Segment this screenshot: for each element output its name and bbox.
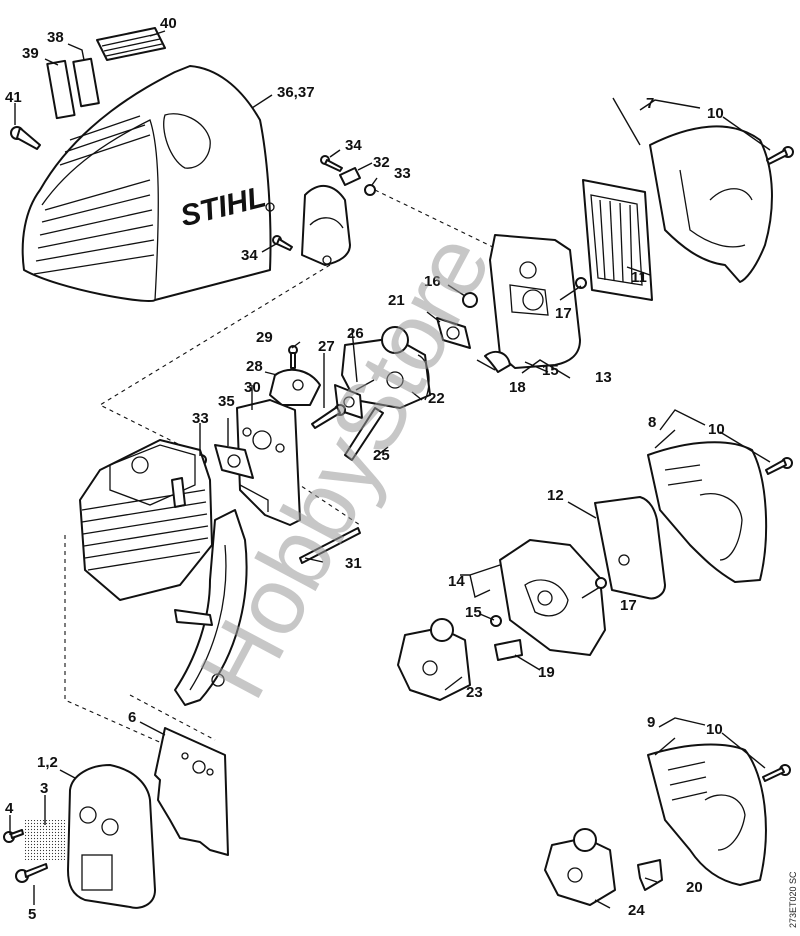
screw-29	[288, 345, 298, 369]
assembly-line	[129, 694, 216, 741]
callout-26: 26	[347, 325, 364, 342]
callout-17-middle: 17	[620, 597, 637, 614]
engine-cylinder	[79, 439, 213, 601]
screw-10-middle	[765, 457, 793, 475]
callout-29: 29	[256, 329, 273, 346]
engine-crankcase	[174, 509, 248, 706]
callout-3: 3	[40, 780, 48, 797]
spark-plug	[171, 477, 186, 508]
nut-33-top	[364, 184, 376, 196]
callout-28: 28	[246, 358, 263, 375]
nut-15-middle	[490, 615, 502, 627]
intake-flange-30	[236, 399, 301, 526]
callout-41: 41	[5, 89, 22, 106]
callout-18: 18	[509, 379, 526, 396]
screw-4	[3, 829, 24, 843]
carburetor-22	[341, 326, 431, 409]
decal-38	[72, 57, 100, 108]
callout-7: 7	[646, 95, 654, 112]
carburetor-23	[397, 618, 471, 701]
callout-34-bottom: 34	[241, 247, 258, 264]
gasket-21	[436, 317, 471, 349]
engine-cover: STIHL	[21, 65, 275, 302]
callout-16: 16	[424, 273, 441, 290]
heat-shield-6	[154, 727, 229, 856]
callout-4: 4	[5, 800, 14, 817]
cover-vent-slats	[33, 115, 155, 275]
screw-10-top	[766, 146, 794, 165]
callout-35: 35	[218, 393, 235, 410]
callout-33-left: 33	[192, 410, 209, 427]
callout-24: 24	[628, 902, 645, 919]
muffler-1-2	[67, 764, 156, 909]
callout-27: 27	[318, 338, 335, 355]
callout-38: 38	[47, 29, 64, 46]
callout-19: 19	[538, 664, 555, 681]
callout-10-middle: 10	[708, 421, 725, 438]
callout-21: 21	[388, 292, 405, 309]
callout-23: 23	[466, 684, 483, 701]
assembly-line	[98, 264, 331, 456]
callout-15-top: 15	[542, 362, 559, 379]
cover-handle-recess	[163, 113, 211, 169]
choke-20	[637, 859, 663, 891]
callout-12: 12	[547, 487, 564, 504]
callout-13: 13	[595, 369, 612, 386]
hose-25	[344, 407, 384, 461]
screw-27	[311, 404, 346, 429]
screw-34-bottom	[272, 235, 293, 251]
filter-cover-7	[649, 125, 773, 283]
screw-5	[15, 863, 48, 883]
assembly-line	[374, 189, 496, 249]
callout-14: 14	[448, 573, 465, 590]
callout-1-2: 1,2	[37, 754, 58, 771]
callout-20: 20	[686, 879, 703, 896]
nut-17-middle	[595, 577, 607, 589]
decal-39	[46, 59, 76, 120]
callout-labels: 39 38 40 41 36,37 34 32 33 34 7 10 11 17…	[5, 15, 725, 923]
air-filter-housing-13	[489, 234, 581, 369]
gasket-35	[214, 444, 254, 479]
decal-40-grille	[96, 27, 166, 61]
filter-plate-12	[594, 496, 666, 600]
drawing-code: 273ET020 SC	[788, 871, 798, 928]
callout-22: 22	[428, 390, 445, 407]
callout-36-37: 36,37	[277, 84, 315, 101]
callout-6: 6	[128, 709, 136, 726]
callout-17-top: 17	[555, 305, 572, 322]
callout-11: 11	[631, 269, 647, 286]
leader-lines	[9, 30, 771, 909]
screw-41	[10, 126, 41, 150]
callout-32: 32	[373, 154, 390, 171]
callout-10-top: 10	[707, 105, 724, 122]
callout-25: 25	[373, 447, 390, 464]
callout-5: 5	[28, 906, 36, 923]
carburetor-24	[544, 828, 616, 906]
callout-40: 40	[160, 15, 177, 32]
screw-10-bottom	[762, 764, 791, 782]
callout-31: 31	[345, 555, 362, 572]
throttle-bracket	[301, 185, 351, 266]
filter-cover-9	[647, 743, 767, 886]
clip-18	[484, 350, 511, 373]
screw-34-top	[320, 155, 343, 172]
nut-17-top	[575, 277, 587, 289]
filter-cover-8	[647, 441, 768, 583]
callout-10-bottom: 10	[706, 721, 723, 738]
callout-33-top: 33	[394, 165, 411, 182]
callout-30: 30	[244, 379, 261, 396]
callout-39: 39	[22, 45, 39, 62]
lever-32	[339, 167, 361, 186]
part-28	[269, 368, 321, 406]
callout-34-top: 34	[345, 137, 362, 154]
plug-16	[462, 292, 478, 308]
callout-9: 9	[647, 714, 655, 731]
callout-15-middle: 15	[465, 604, 482, 621]
screen-3	[25, 820, 65, 860]
air-filter-housing-14	[499, 539, 606, 656]
callout-8: 8	[648, 414, 656, 431]
pin-31	[299, 527, 361, 564]
